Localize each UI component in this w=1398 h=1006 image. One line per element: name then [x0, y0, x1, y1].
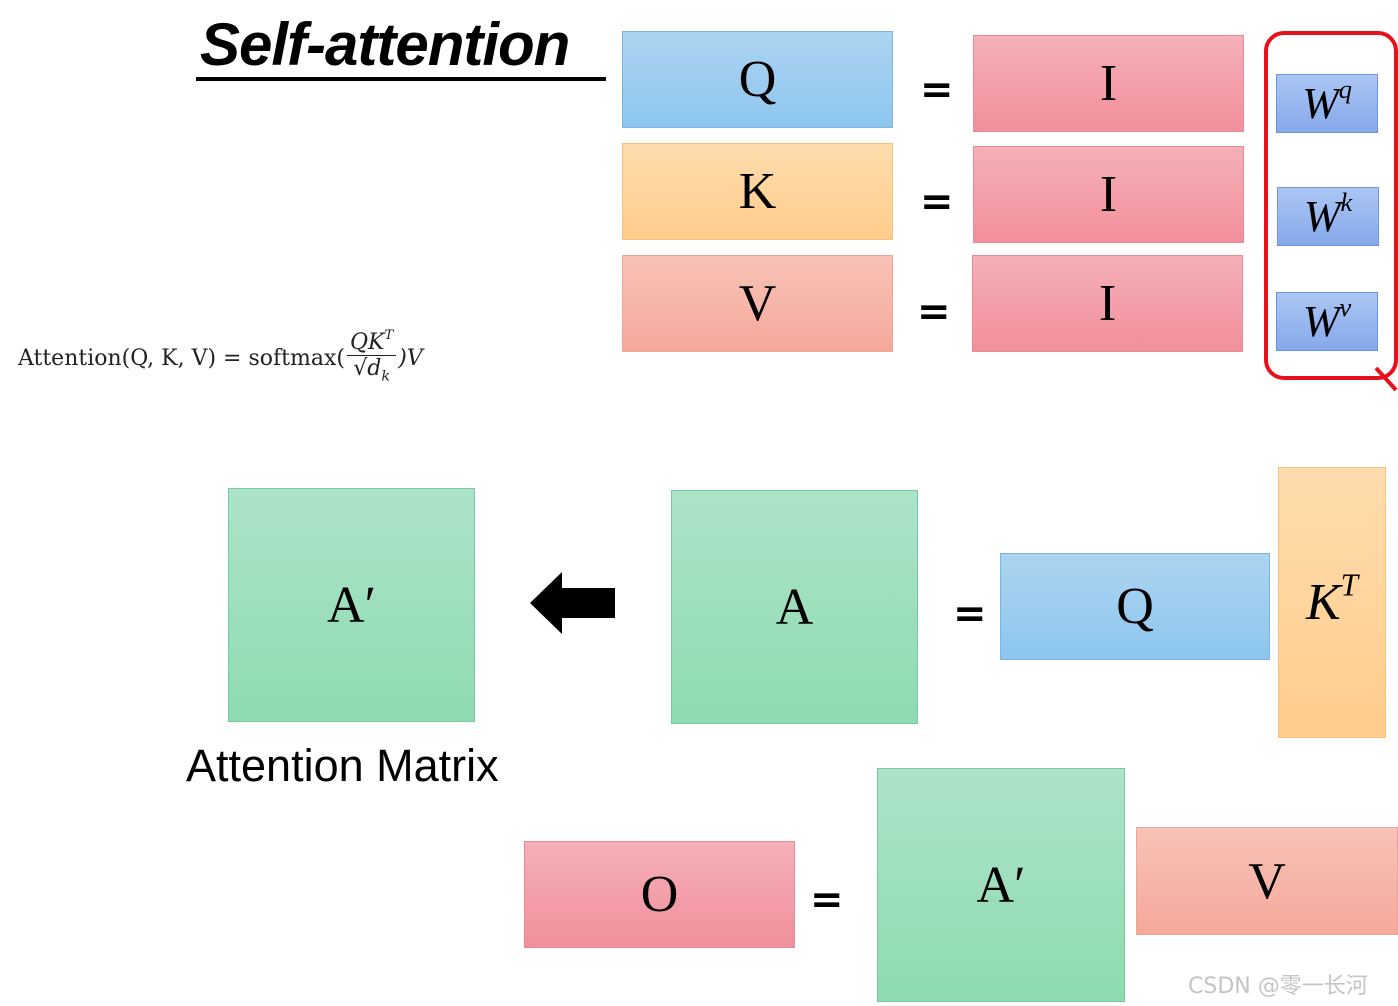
formula-fraction: QKT √dk — [346, 329, 397, 386]
input-matrix-k: I — [973, 146, 1244, 243]
v-matrix-output: V — [1136, 827, 1398, 935]
wk-matrix: Wk — [1277, 187, 1379, 246]
equals-sign-k: = — [920, 179, 954, 225]
left-arrow-icon — [530, 572, 615, 634]
k-matrix: K — [622, 143, 893, 240]
weights-highlight-frame — [1264, 31, 1398, 380]
attention-matrix-caption: Attention Matrix — [186, 740, 499, 791]
title-underline — [196, 77, 606, 81]
equals-sign-a: = — [953, 591, 987, 637]
wq-matrix: Wq — [1276, 74, 1378, 133]
equals-sign-q: = — [920, 67, 954, 113]
k-transpose-matrix: KT — [1278, 467, 1386, 738]
diagram-title: Self-attention — [200, 10, 570, 79]
a-prime-matrix: A′ — [228, 488, 475, 722]
equals-sign-v: = — [917, 289, 951, 335]
a-matrix: A — [671, 490, 918, 724]
q-matrix: Q — [622, 31, 893, 128]
watermark: CSDN @零一长河 — [1188, 974, 1368, 999]
formula-numerator: QKT — [346, 329, 397, 357]
v-matrix: V — [622, 255, 893, 352]
formula-lhs: Attention(Q, K, V) = softmax( — [18, 345, 345, 371]
a-prime-matrix-output: A′ — [877, 768, 1125, 1002]
attention-formula: Attention(Q, K, V) = softmax( QKT √dk )V — [18, 322, 423, 394]
input-matrix-q: I — [973, 35, 1244, 132]
wv-matrix: Wv — [1276, 292, 1378, 351]
o-matrix: O — [524, 841, 795, 948]
q-matrix-product: Q — [1000, 553, 1270, 660]
title-text: Self-attention — [200, 11, 570, 78]
highlight-pointer — [1374, 366, 1398, 392]
formula-rhs: )V — [398, 345, 423, 371]
equals-sign-o: = — [810, 877, 844, 923]
formula-denominator: √dk — [353, 356, 391, 385]
input-matrix-v: I — [972, 255, 1243, 352]
